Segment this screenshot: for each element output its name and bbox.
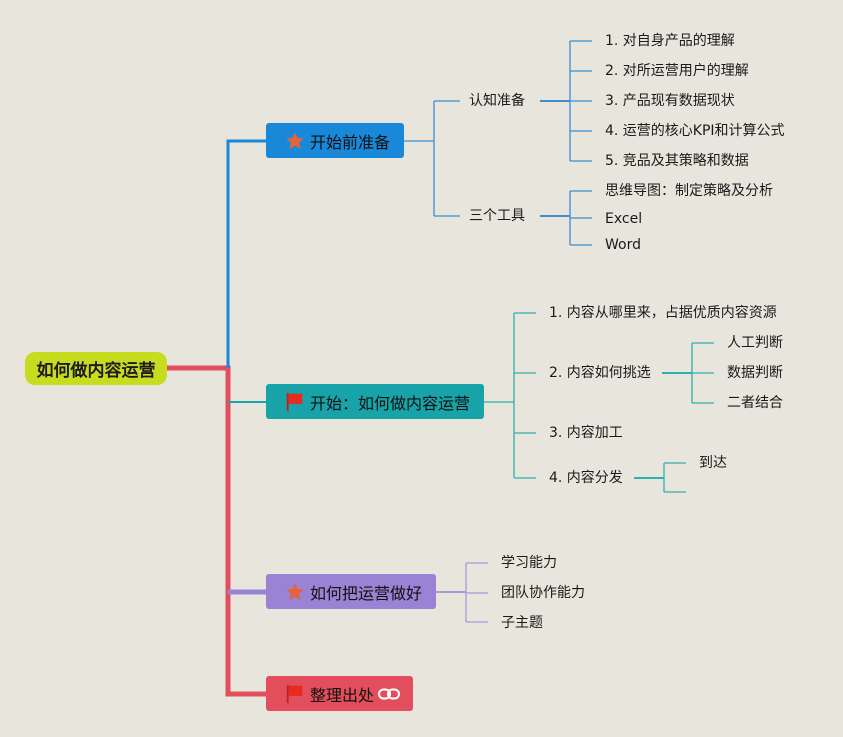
leaf-topic[interactable]: 数据判断 (727, 365, 783, 381)
root-topic[interactable]: 如何做内容运营 (25, 352, 167, 385)
topic-content-processing[interactable]: 3. 内容加工 (549, 425, 623, 441)
leaf-topic[interactable]: 4. 运营的核心KPI和计算公式 (605, 123, 785, 139)
leaf-topic[interactable]: 团队协作能力 (501, 585, 585, 601)
topic-content-distribution[interactable]: 4. 内容分发 (549, 470, 623, 486)
root-topic-label: 如何做内容运营 (36, 361, 156, 381)
branch-label: 开始：如何做内容运营 (310, 393, 471, 413)
branch-how-to-do-content-ops[interactable]: 开始：如何做内容运营 (266, 384, 484, 419)
leaf-topic[interactable]: 人工判断 (727, 335, 783, 351)
leaf-topic[interactable]: 到达 (699, 455, 727, 471)
branch-label: 整理出处 (310, 685, 375, 705)
red-flag-icon (284, 683, 306, 705)
branch-source-organize[interactable]: 整理出处 (266, 676, 413, 711)
branch1-connector (226, 139, 266, 368)
leaf-topic[interactable]: 学习能力 (501, 555, 557, 571)
star-icon (284, 130, 306, 152)
star-icon (284, 581, 306, 603)
branch-label: 如何把运营做好 (310, 583, 423, 603)
leaf-topic[interactable]: 2. 对所运营用户的理解 (605, 63, 749, 79)
leaf-topic[interactable]: Excel (605, 211, 643, 227)
topic-content-source[interactable]: 1. 内容从哪里来，占据优质内容资源 (549, 305, 777, 321)
branch3-subtree-lines (436, 562, 488, 623)
branch-start-preparation[interactable]: 开始前准备 (266, 123, 404, 158)
branch1-subtree-lines (404, 40, 592, 246)
leaf-topic[interactable]: 子主题 (501, 615, 543, 631)
leaf-topic[interactable]: 1. 对自身产品的理解 (605, 33, 735, 49)
topic-three-tools[interactable]: 三个工具 (469, 208, 525, 224)
leaf-topic[interactable]: Word (605, 237, 641, 253)
branch2-subtree-lines (484, 312, 714, 493)
root-trunk (167, 365, 266, 697)
red-flag-icon (284, 391, 306, 413)
topic-cognitive-prep[interactable]: 认知准备 (469, 93, 525, 109)
leaf-topic[interactable]: 5. 竞品及其策略和数据 (605, 153, 749, 169)
leaf-topic[interactable]: 3. 产品现有数据现状 (605, 93, 735, 109)
leaf-topic[interactable]: 二者结合 (727, 395, 783, 411)
branch-label: 开始前准备 (310, 132, 391, 152)
branch-do-ops-well[interactable]: 如何把运营做好 (266, 574, 436, 609)
link-icon[interactable] (378, 687, 401, 701)
leaf-topic[interactable]: 思维导图：制定策略及分析 (605, 183, 773, 199)
topic-content-selection[interactable]: 2. 内容如何挑选 (549, 365, 651, 381)
